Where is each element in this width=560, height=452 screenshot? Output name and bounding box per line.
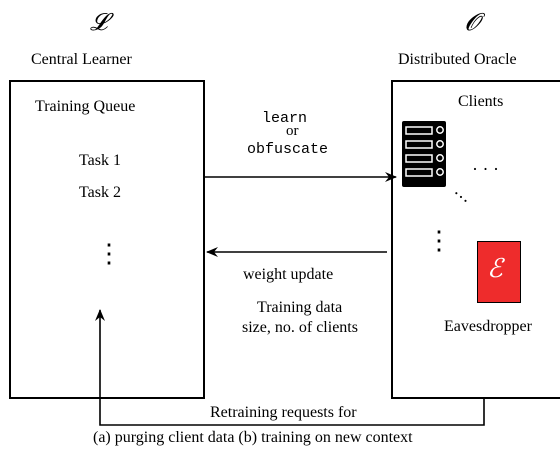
queue-ellipsis: ⋮ xyxy=(96,239,122,268)
task-1: Task 1 xyxy=(79,152,121,169)
learner-symbol: 𝓛 xyxy=(90,8,108,36)
oracle-box xyxy=(391,80,560,399)
clients-label: Clients xyxy=(458,93,504,110)
eavesdropper-box: ℰ xyxy=(477,241,521,303)
request-label-learn: learn xyxy=(262,110,308,127)
task-2: Task 2 xyxy=(79,184,121,201)
learner-name: Central Learner xyxy=(31,51,132,68)
response-label-weight-update: weight update xyxy=(243,266,334,283)
eavesdropper-symbol: ℰ xyxy=(487,254,503,284)
oracle-name: Distributed Oracle xyxy=(398,51,517,68)
request-label-obfuscate: obfuscate xyxy=(247,141,329,158)
oracle-symbol: 𝓞 xyxy=(465,8,481,36)
eavesdropper-label: Eavesdropper xyxy=(444,318,532,335)
server-slots xyxy=(405,126,444,177)
retraining-arrow xyxy=(95,309,485,426)
learner-box xyxy=(9,80,205,399)
retrain-label-line2: (a) purging client data (b) training on … xyxy=(93,429,413,446)
clients-ellipsis-horizontal: · · · xyxy=(472,159,499,179)
response-label-size-clients: size, no. of clients xyxy=(242,319,358,336)
clients-ellipsis-vertical: ⋮ xyxy=(426,226,452,255)
retrain-label-line1: Retraining requests for xyxy=(210,404,357,421)
response-label-training-data: Training data xyxy=(257,299,343,316)
training-queue-title: Training Queue xyxy=(35,98,136,115)
request-label-or: or xyxy=(286,123,299,139)
